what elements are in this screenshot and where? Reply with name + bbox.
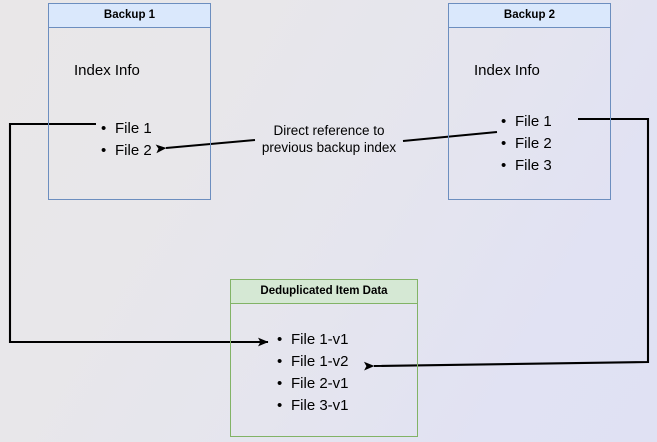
node-backup-1[interactable]: Backup 1 Index Info File 1 File 2 [48,3,211,200]
node-backup-2-header: Backup 2 [449,4,610,28]
dedup-file-list: File 1-v1 File 1-v2 File 2-v1 File 3-v1 [277,329,349,417]
node-backup-2[interactable]: Backup 2 Index Info File 1 File 2 File 3 [448,3,611,200]
list-item: File 1-v1 [277,329,349,351]
backup-1-index-info-label: Index Info [74,62,140,79]
list-item: File 3 [501,155,552,177]
node-dedup-header: Deduplicated Item Data [231,280,417,304]
edge-label-line-2: previous backup index [261,140,397,155]
list-item: File 2-v1 [277,373,349,395]
node-backup-1-body: Index Info File 1 File 2 [49,28,210,199]
list-item: File 1-v2 [277,351,349,373]
list-item: File 1 [101,118,152,140]
node-backup-1-header: Backup 1 [49,4,210,28]
edge-label-direct-reference: Direct reference to previous backup inde… [249,122,409,156]
node-dedup-body: File 1-v1 File 1-v2 File 2-v1 File 3-v1 [231,304,417,436]
backup-1-file-list: File 1 File 2 [101,118,152,162]
edge-label-line-1: Direct reference to [273,123,385,138]
node-backup-2-body: Index Info File 1 File 2 File 3 [449,28,610,199]
list-item: File 2 [501,133,552,155]
backup-2-file-list: File 1 File 2 File 3 [501,111,552,177]
node-deduplicated-item-data[interactable]: Deduplicated Item Data File 1-v1 File 1-… [230,279,418,437]
backup-2-index-info-label: Index Info [474,62,540,79]
list-item: File 1 [501,111,552,133]
list-item: File 2 [101,140,152,162]
list-item: File 3-v1 [277,395,349,417]
